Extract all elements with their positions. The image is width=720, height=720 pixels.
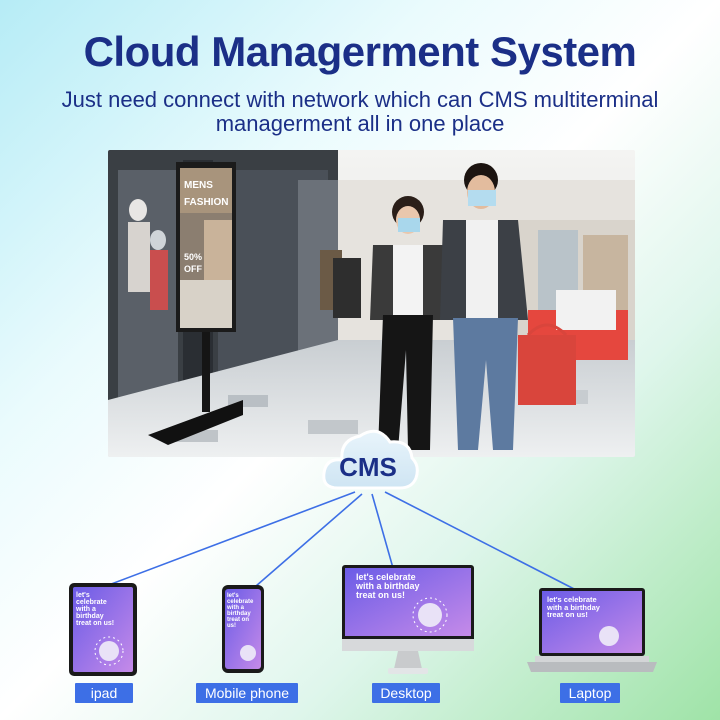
laptop-screen-text: let's celebrate with a birthday treat on… <box>547 595 600 619</box>
page-subtitle: Just need connect with network which can… <box>61 87 659 136</box>
poster-text-3: 50% <box>184 252 202 262</box>
ipad-device: let's celebrate with a birthday treat on… <box>69 583 137 676</box>
ipad-screen-text: let's celebrate with a birthday treat on… <box>76 592 115 627</box>
label-laptop: Laptop <box>560 683 620 703</box>
cloud-icon <box>320 418 420 494</box>
poster-text-1: MENS <box>184 180 213 191</box>
mall-photo: MENS FASHION 50% OFF <box>108 150 635 457</box>
desktop-device: let's celebrate with a birthday treat on… <box>342 565 474 678</box>
label-ipad: ipad <box>75 683 133 703</box>
label-desktop: Desktop <box>372 683 440 703</box>
cms-label: CMS <box>339 452 397 482</box>
laptop-device: let's celebrate with a birthday treat on… <box>527 588 657 674</box>
poster-text-2: FASHION <box>184 197 228 208</box>
page-title: Cloud Managerment System <box>83 28 637 75</box>
phone-screen-text: let's celebrate with a birthday treat on… <box>227 593 254 629</box>
label-mobile-phone: Mobile phone <box>196 683 298 703</box>
mobile-phone-device: let's celebrate with a birthday treat on… <box>222 585 264 673</box>
desktop-screen-text: let's celebrate with a birthday treat on… <box>356 572 420 600</box>
poster-text-4: OFF <box>184 264 202 274</box>
